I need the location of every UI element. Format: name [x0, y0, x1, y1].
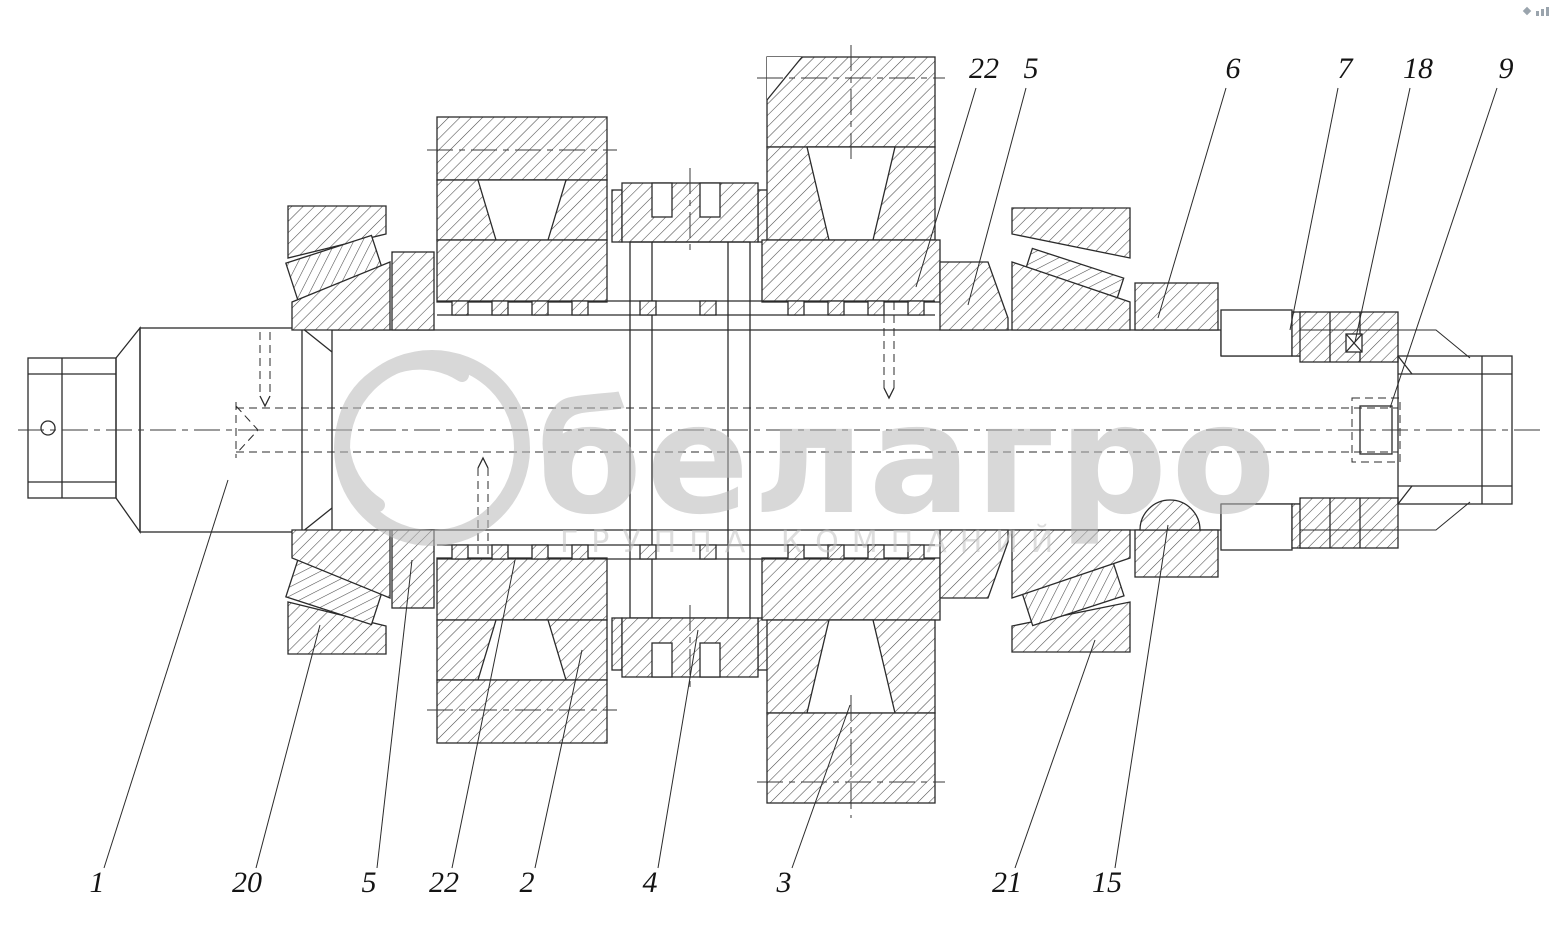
bearing-right-race-top: [1011, 261, 1131, 331]
nut-assembly: [1299, 311, 1471, 549]
detent-15: [1139, 499, 1201, 531]
callout-4: 4: [643, 866, 658, 899]
snap-ring-left-bottom: [611, 617, 623, 671]
callout-21: 21: [992, 866, 1022, 899]
callout-6: 6: [1226, 52, 1241, 85]
bearing-right-race-bottom: [1011, 529, 1131, 599]
bearing-right-outer-ring-top: [1011, 207, 1131, 259]
nut-bottom: [1299, 497, 1399, 549]
watermark-main-text: белагро: [536, 371, 1280, 548]
oil-hole-gear2: [477, 456, 489, 556]
gear-2: [427, 116, 617, 744]
cross-hole: [40, 420, 56, 436]
cone-spacer-right: [939, 261, 1009, 599]
corner-marks: [1522, 6, 1549, 16]
gear-3: [757, 45, 945, 818]
shaft-splines: [436, 300, 936, 560]
leader-lines: [103, 87, 1498, 869]
gear3-hub-bottom: [761, 557, 941, 621]
callout-2: 2: [520, 866, 535, 899]
bearing-right: [1011, 207, 1131, 653]
gear2-rim-bottom: [436, 679, 608, 744]
callout-7: 7: [1338, 52, 1355, 85]
gear3-hub-top: [761, 239, 941, 303]
callout-5-top: 5: [1024, 52, 1039, 85]
bearing-left-outer-ring-top: [287, 205, 387, 259]
callout-22-bottom: 22: [429, 866, 459, 899]
collar-6: [1134, 282, 1219, 578]
gear2-hub-bottom: [436, 557, 608, 621]
callout-20: 20: [232, 866, 262, 899]
bearing-left: [285, 205, 435, 655]
watermark-sub-text: ГРУППА КОМПАНИЙ: [560, 524, 1066, 560]
corner-bar-icon: [1536, 11, 1539, 16]
gear2-rim-top: [436, 116, 608, 181]
callout-22-top: 22: [969, 52, 999, 85]
corner-bar-icon: [1541, 9, 1544, 16]
cap-outline-top: [1300, 329, 1471, 359]
oil-hole-gear3: [883, 302, 895, 400]
callout-9: 9: [1499, 52, 1514, 85]
cap-outline-bottom: [1300, 501, 1471, 531]
oil-hole-left: [259, 332, 271, 408]
spacer-left-top: [391, 251, 435, 331]
lock-washer-18: [1345, 333, 1363, 353]
callout-18: 18: [1403, 52, 1433, 85]
snap-ring-left-top: [611, 189, 623, 243]
watermark: белагро ГРУППА КОМПАНИЙ: [334, 350, 1280, 560]
corner-diamond-icon: [1522, 6, 1532, 16]
bearing-left-race-bottom: [291, 529, 391, 599]
bearing-right-outer-ring-bottom: [1011, 601, 1131, 653]
callout-3: 3: [776, 866, 792, 899]
callouts-top: 22 5 6 7 18 9: [969, 52, 1514, 85]
callout-1: 1: [90, 866, 105, 899]
callout-5-bottom: 5: [362, 866, 377, 899]
callout-15: 15: [1092, 866, 1122, 899]
corner-bar-icon: [1546, 7, 1549, 16]
gear2-hub-top: [436, 239, 608, 303]
callouts-bottom: 1 20 5 22 2 4 3 21 15: [90, 866, 1123, 899]
washer-7: [1220, 309, 1311, 551]
bearing-left-race-top: [291, 261, 391, 331]
